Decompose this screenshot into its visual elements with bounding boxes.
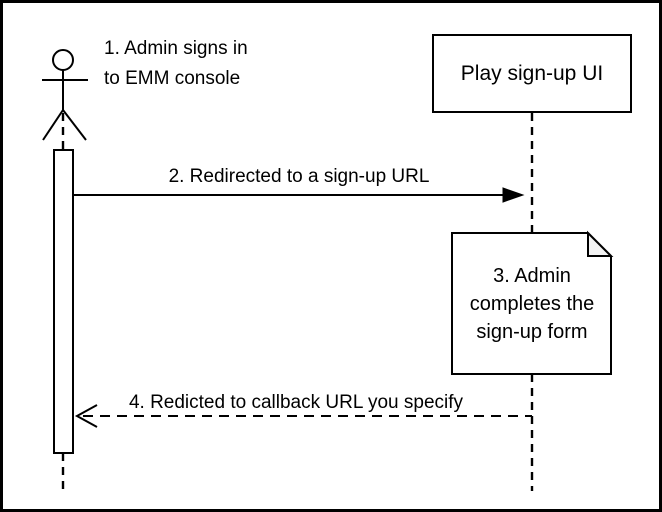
actor-label: 1. Admin signs in to EMM console bbox=[104, 38, 248, 89]
note-label: 3. Admin completes the sign-up form bbox=[469, 264, 595, 343]
diagram-shapes bbox=[42, 49, 614, 495]
open-arrowhead-icon bbox=[74, 404, 98, 428]
message-4-arrow bbox=[74, 404, 532, 428]
participant-box-label: Play sign-up UI bbox=[460, 61, 604, 85]
note-fold-icon bbox=[587, 230, 614, 257]
message-2-label: 2. Redirected to a sign-up URL bbox=[168, 166, 430, 187]
note-shape bbox=[451, 230, 614, 375]
filled-arrowhead-icon bbox=[502, 187, 525, 203]
participant-box-play-signup-ui: Play sign-up UI bbox=[432, 34, 632, 113]
actor-icon bbox=[42, 49, 88, 141]
message-4-label: 4. Redicted to callback URL you specify bbox=[128, 392, 464, 413]
message-2-arrow bbox=[73, 187, 525, 203]
actor-activation-bar bbox=[53, 149, 74, 454]
